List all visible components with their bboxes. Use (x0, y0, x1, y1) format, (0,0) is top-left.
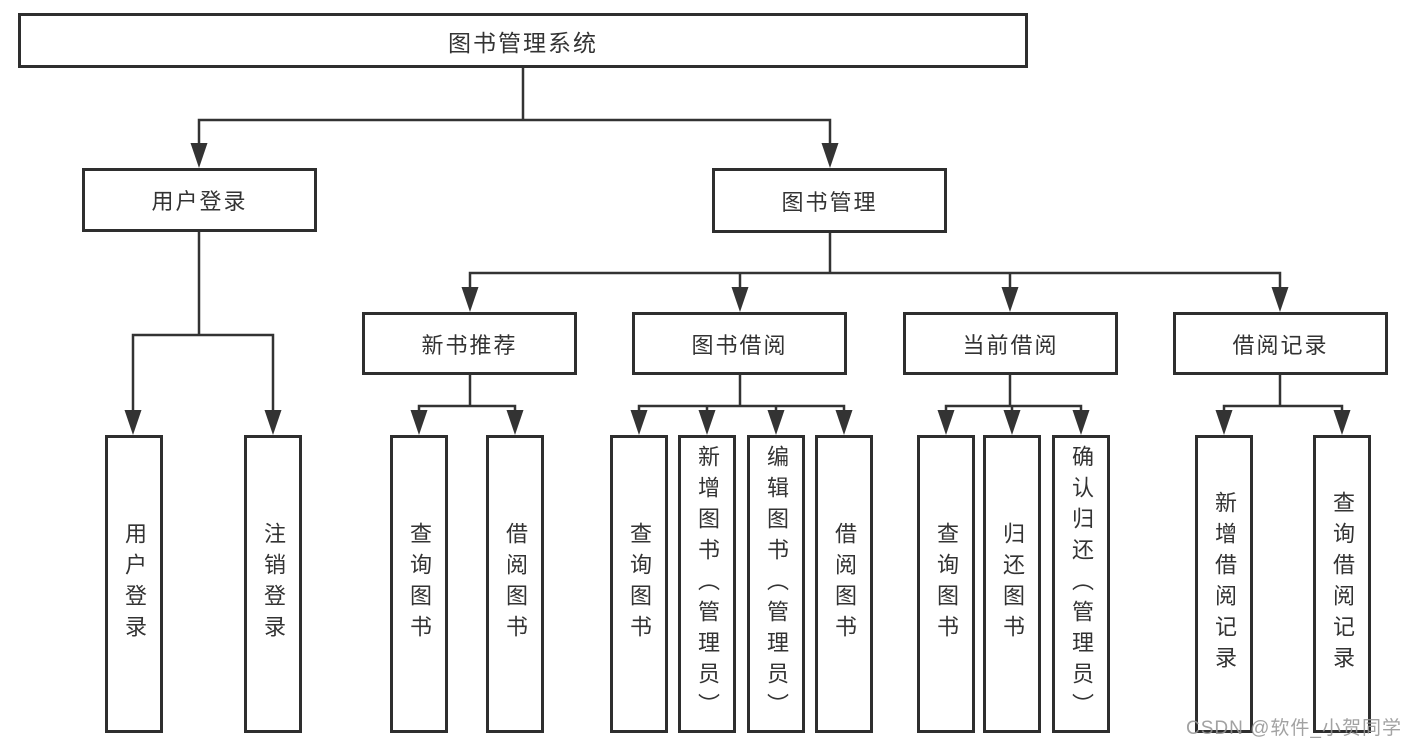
leaf-edit-book-admin: 编辑图书（管理员） (747, 435, 805, 733)
leaf-query-borrow-record: 查询借阅记录 (1313, 435, 1371, 733)
csdn-watermark: CSDN @软件_小贺同学 (1186, 718, 1402, 739)
arrow-icon (1333, 410, 1351, 435)
leaf-query-book-current: 查询图书 (917, 435, 975, 733)
node-borrow-records: 借阅记录 (1173, 312, 1388, 375)
leaf-confirm-return-admin: 确认归还（管理员） (1052, 435, 1110, 733)
node-book-borrowing: 图书借阅 (632, 312, 847, 375)
arrow-icon (264, 410, 282, 435)
connector-root-to-level2 (197, 66, 832, 148)
arrow-icon (506, 410, 524, 435)
arrow-icon (1003, 410, 1021, 435)
arrow-icon (124, 410, 142, 435)
node-new-book-recommend: 新书推荐 (362, 312, 577, 375)
leaf-borrow-book: 借阅图书 (815, 435, 873, 733)
connector-curborrow-to-leaves (944, 373, 1083, 414)
arrow-icon (410, 410, 428, 435)
leaf-borrow-book-recommend: 借阅图书 (486, 435, 544, 733)
connector-borrowrec-to-leaves (1222, 373, 1344, 414)
node-library-system: 图书管理系统 (18, 13, 1028, 68)
arrow-icon (767, 410, 785, 435)
arrowheads (124, 143, 1351, 435)
arrow-icon (190, 143, 208, 168)
leaf-add-borrow-record: 新增借阅记录 (1195, 435, 1253, 733)
leaf-logout: 注销登录 (244, 435, 302, 733)
leaf-query-book-recommend: 查询图书 (390, 435, 448, 733)
arrow-icon (835, 410, 853, 435)
leaf-user-login: 用户登录 (105, 435, 163, 733)
arrow-icon (821, 143, 839, 168)
leaf-add-book-admin: 新增图书（管理员） (678, 435, 736, 733)
arrow-icon (731, 287, 749, 312)
arrow-icon (1001, 287, 1019, 312)
node-current-borrowing: 当前借阅 (903, 312, 1118, 375)
arrow-icon (461, 287, 479, 312)
arrow-icon (1072, 410, 1090, 435)
node-book-management: 图书管理 (712, 168, 947, 233)
connector-newbook-to-leaves (417, 373, 517, 414)
arrow-icon (1271, 287, 1289, 312)
connector-bookborrow-to-leaves (637, 373, 846, 414)
arrow-icon (698, 410, 716, 435)
arrow-icon (1215, 410, 1233, 435)
arrow-icon (630, 410, 648, 435)
arrow-icon (937, 410, 955, 435)
connector-userlogin-to-leaves (131, 230, 275, 414)
leaf-return-book: 归还图书 (983, 435, 1041, 733)
leaf-query-book-borrowing: 查询图书 (610, 435, 668, 733)
connector-bookmgmt-to-level3 (468, 231, 1282, 291)
node-user-login: 用户登录 (82, 168, 317, 232)
